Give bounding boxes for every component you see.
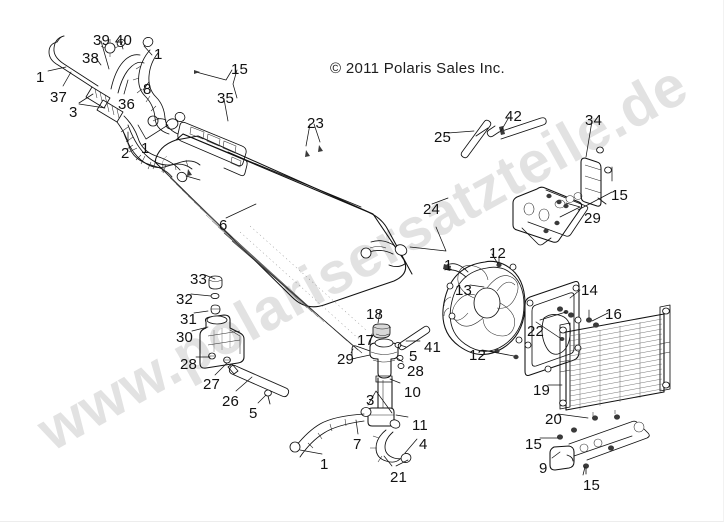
callout-clamp-3: 3 (366, 392, 375, 409)
part-upper-bracket (460, 117, 612, 246)
callout-clamp-small-39: 39 (93, 32, 111, 49)
callout-fitting-38: 38 (82, 50, 100, 67)
part-lower-bracket (549, 410, 650, 475)
callout-screw-fan-12: 12 (469, 347, 487, 364)
callout-screw-fan-12: 12 (489, 245, 507, 262)
part-radiator (147, 115, 413, 354)
callout-thermostat-housing-17: 17 (357, 332, 375, 349)
callout-cap-thermostat-18: 18 (366, 306, 384, 323)
callout-hose-clamp-1: 1 (320, 456, 329, 473)
callout-nut-29: 29 (584, 210, 602, 227)
callout-hose-lower-2: 2 (121, 145, 130, 162)
callout-tube-10: 10 (404, 384, 422, 401)
callout-screw-15: 15 (611, 187, 629, 204)
callout-nut-28: 28 (407, 363, 425, 380)
callout-tee-fitting-11: 11 (412, 417, 428, 434)
callout-hose-clamp-1: 1 (444, 257, 453, 274)
callout-radiator-cap-bracket-35: 35 (217, 90, 235, 107)
callout-cap-33: 33 (190, 271, 208, 288)
callout-bolt-26: 26 (222, 393, 240, 410)
callout-screw-small-5: 5 (409, 348, 418, 365)
callout-hose-clamp-1: 1 (36, 69, 45, 86)
callout-elbow-4: 4 (419, 436, 428, 453)
callout-valve-31: 31 (180, 311, 198, 328)
callout-fan-shroud-14: 14 (581, 282, 599, 299)
part-oil-cooler (557, 304, 671, 411)
callout-screw-15: 15 (525, 436, 543, 453)
callout-bracket-lower-9: 9 (539, 460, 548, 477)
callout-nut-28: 28 (180, 356, 198, 373)
callout-washer-20: 20 (545, 411, 563, 428)
callout-clamp-3: 3 (69, 104, 78, 121)
callout-rod-small-41: 41 (424, 339, 442, 356)
callout-radiator-6: 6 (219, 217, 228, 234)
callout-hose-clamp-1: 1 (141, 140, 150, 157)
callout-rod-25: 25 (434, 129, 452, 146)
callout-screw-15: 15 (231, 61, 249, 78)
callout-connector-40: 40 (115, 32, 133, 49)
callout-leaders (47, 40, 613, 476)
callout-rod-assembly-42: 42 (505, 108, 523, 125)
callout-nut-29: 29 (337, 351, 355, 368)
copyright-notice: © 2011 Polaris Sales Inc. (330, 60, 506, 77)
callout-shroud-screw-22: 22 (527, 323, 545, 340)
callout-fan-assembly-13: 13 (455, 282, 473, 299)
callout-hose-upper-8: 8 (143, 81, 152, 98)
callout-hose-vent-37: 37 (50, 89, 68, 106)
callout-screw-condenser-16: 16 (605, 306, 623, 323)
callout-screw-small-5: 5 (249, 405, 258, 422)
callout-oil-cooler-19: 19 (533, 382, 551, 399)
callout-hose-bypass-36: 36 (118, 96, 136, 113)
callout-hose-return-7: 7 (353, 436, 362, 453)
callout-bracket-mount-34: 34 (585, 112, 603, 129)
part-recovery-bottle-group (199, 275, 290, 405)
callout-rivet-23: 23 (307, 115, 325, 132)
callout-hose-clamp-1: 1 (154, 46, 163, 63)
part-fan-assembly (442, 256, 526, 360)
part-hose-group-upper (48, 35, 201, 183)
callout-seal-32: 32 (176, 291, 194, 308)
callout-arrowheads (187, 70, 323, 176)
callout-grommet-27: 27 (203, 376, 221, 393)
part-thermostat-group (289, 323, 431, 463)
callout-screw-15: 15 (583, 477, 601, 494)
callout-hose-short-21: 21 (390, 469, 408, 486)
callout-hose-clip-24: 24 (423, 201, 441, 218)
callout-recovery-bottle-30: 30 (176, 329, 194, 346)
